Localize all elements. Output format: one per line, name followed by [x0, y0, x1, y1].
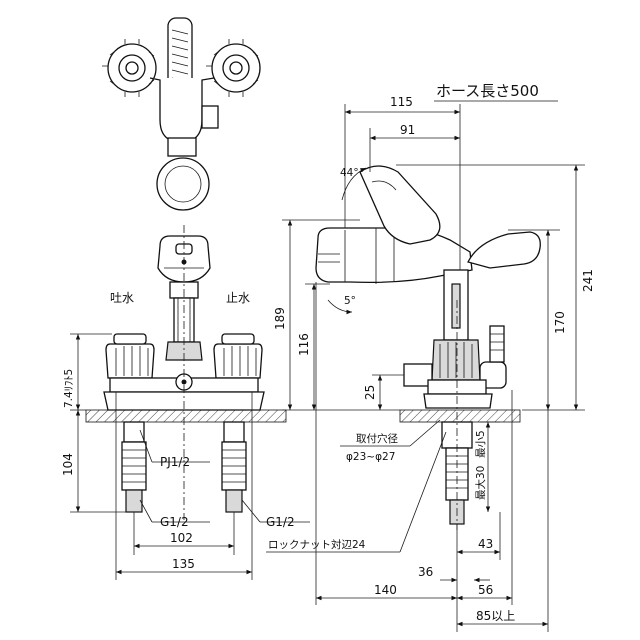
dim-85: 85以上 [476, 609, 515, 623]
dim-189: 189 [273, 307, 287, 330]
hose-length-label: ホース長さ500 [436, 82, 539, 100]
dim-104: 104 [61, 453, 75, 476]
dimension-lines [70, 100, 585, 632]
dim-25: 25 [363, 385, 377, 400]
spout-water-label: 吐水 [110, 291, 134, 305]
thickness-min-label: 最小5 [475, 430, 487, 458]
locknut-label: ロックナット対辺24 [268, 538, 366, 551]
dim-115: 115 [390, 95, 413, 109]
mount-hole-range: φ23~φ27 [346, 451, 395, 463]
dim-140: 140 [374, 583, 397, 597]
mount-hole-title: 取付穴径 [356, 432, 398, 445]
dim-170: 170 [553, 311, 567, 334]
dim-241: 241 [581, 269, 595, 292]
g-left-label: G1/2 [160, 515, 189, 529]
g-right-label: G1/2 [266, 515, 295, 529]
side-view [315, 165, 541, 525]
dim-102: 102 [170, 531, 193, 545]
dim-43: 43 [478, 537, 493, 551]
angle-5-label: 5° [344, 295, 356, 307]
pipe-thread-label: PJ1/2 [160, 455, 190, 469]
dim-135: 135 [172, 557, 195, 571]
dim-116: 116 [297, 333, 311, 356]
top-view [102, 17, 261, 211]
thickness-max-label: 最大30 [474, 466, 487, 500]
dim-91: 91 [400, 123, 415, 137]
dim-56: 56 [478, 583, 493, 597]
counter-thickness-note: 7.4ﾘﾌﾄ5 [63, 369, 75, 408]
angle-44-label: 44° [340, 167, 359, 179]
stop-water-label: 止水 [226, 291, 250, 305]
dim-36: 36 [418, 565, 433, 579]
